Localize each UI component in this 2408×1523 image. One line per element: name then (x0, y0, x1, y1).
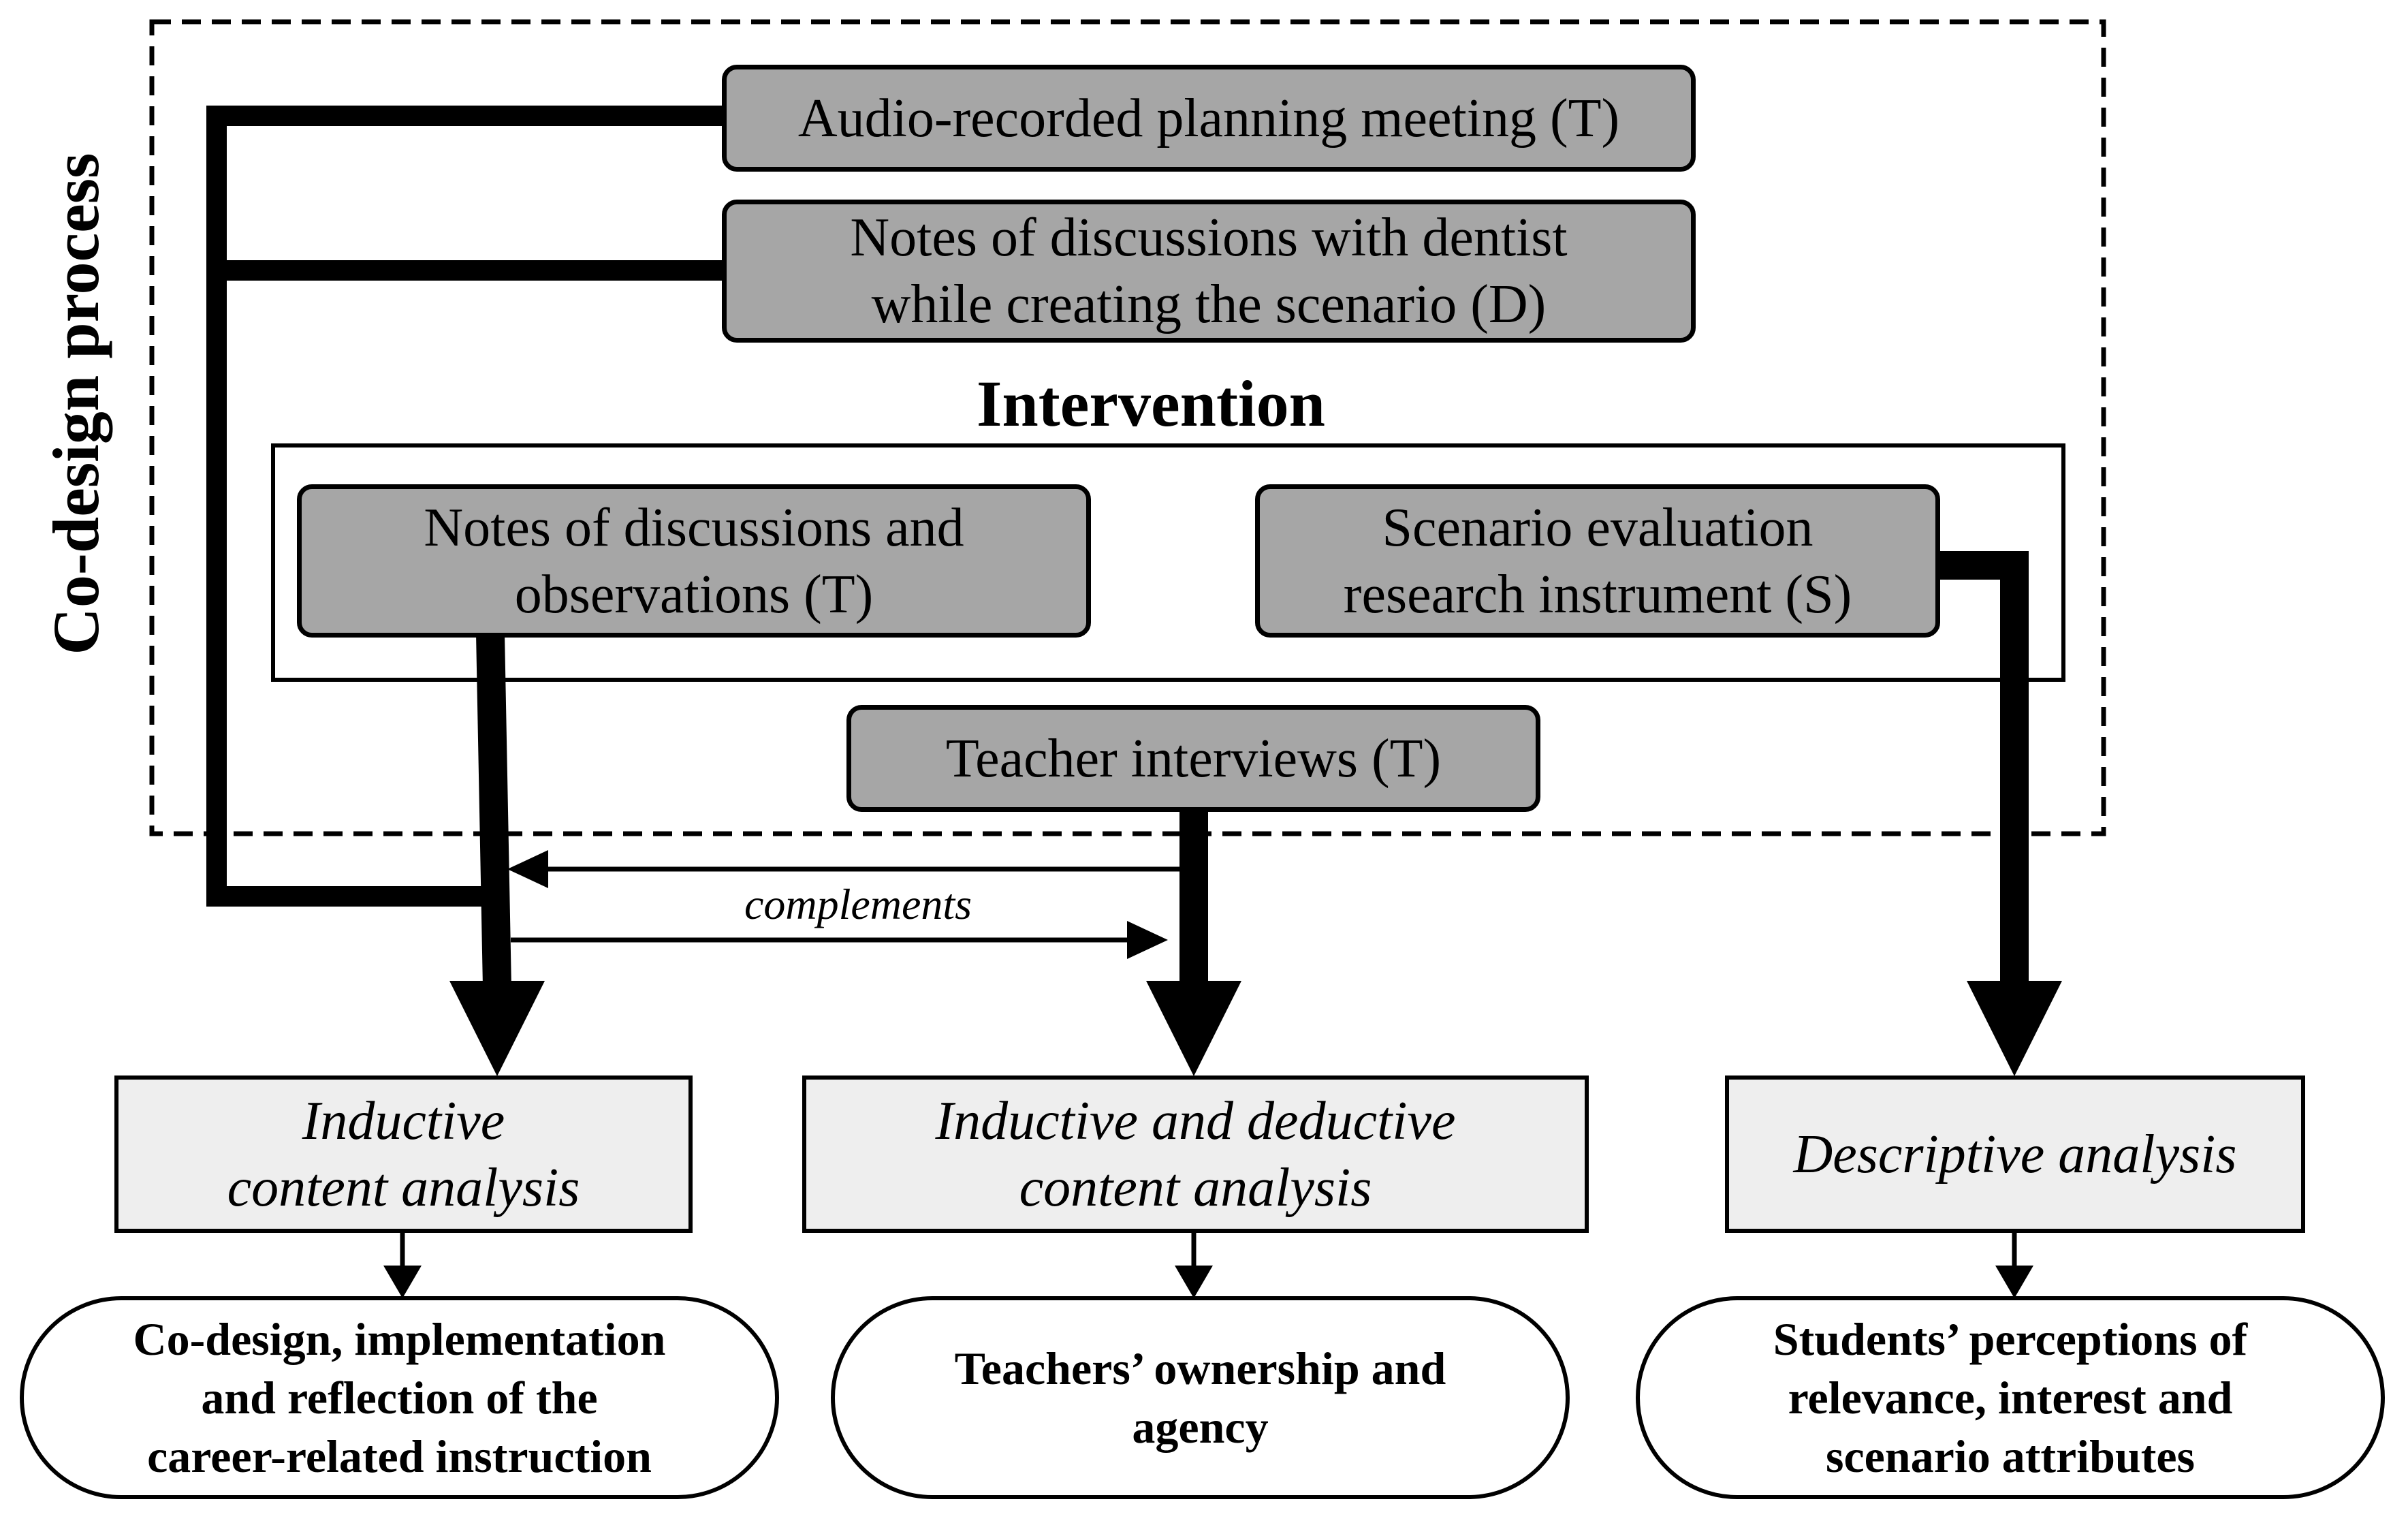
perceptions-outcome-oval: Students’ perceptions of relevance, inte… (1636, 1296, 2385, 1499)
descriptive-to-outcome-head (1995, 1266, 2033, 1298)
ownership-outcome-line-2: agency (1132, 1401, 1269, 1453)
co-design-region (149, 19, 2106, 836)
codesign-outcome-oval: Co-design, implementation and reflection… (20, 1296, 779, 1499)
scenario-eval-arrowhead (1967, 981, 2062, 1076)
discussion-notes-line-2: observations (T) (514, 564, 874, 625)
scenario-eval-line-1: Scenario evaluation (1382, 497, 1813, 558)
inductive-analysis-box: Inductive content analysis (114, 1075, 693, 1233)
teacher-interviews-arrowhead (1146, 981, 1241, 1076)
codesign-outcome-line-1: Co-design, implementation (133, 1313, 666, 1365)
co-design-process-title: Co-design process (39, 153, 112, 655)
ownership-outcome-line-1: Teachers’ ownership and (954, 1343, 1446, 1394)
complements-label: complements (744, 880, 972, 928)
codesign-outcome-line-3: career-related instruction (147, 1430, 652, 1482)
ind-ded-analysis-box: Inductive and deductive content analysis (802, 1075, 1589, 1233)
scenario-eval-connector (1937, 551, 2029, 988)
discussion-notes-arrowhead (449, 981, 545, 1076)
ind-ded-to-outcome-head (1175, 1266, 1213, 1298)
scenario-eval-line-2: research instrument (S) (1343, 564, 1852, 625)
codesign-outcome-line-2: and reflection of the (201, 1372, 598, 1424)
ind-ded-analysis-line-2: content analysis (1019, 1157, 1372, 1218)
discussion-notes-line-1: Notes of discussions and (424, 497, 964, 558)
descriptive-analysis-box: Descriptive analysis (1725, 1075, 2305, 1233)
inductive-to-outcome-head (383, 1266, 422, 1298)
complements-arrow-right-head (1127, 921, 1168, 959)
teacher-interviews-label: Teacher interviews (T) (945, 728, 1442, 789)
dentist-notes-box: Notes of discussions with dentist while … (722, 200, 1696, 343)
teacher-interviews-box: Teacher interviews (T) (846, 705, 1540, 812)
ownership-outcome-oval: Teachers’ ownership and agency (831, 1296, 1570, 1499)
dentist-notes-line-2: while creating the scenario (D) (871, 274, 1547, 334)
co-design-bracket-connector (206, 106, 724, 907)
discussion-notes-box: Notes of discussions and observations (T… (297, 484, 1091, 638)
inductive-analysis-line-2: content analysis (227, 1157, 580, 1218)
perceptions-outcome-line-1: Students’ perceptions of (1773, 1313, 2248, 1365)
audio-recorded-meeting-box: Audio-recorded planning meeting (T) (722, 65, 1696, 172)
inductive-analysis-line-1: Inductive (302, 1090, 505, 1151)
audio-recorded-meeting-label: Audio-recorded planning meeting (T) (797, 88, 1620, 148)
intervention-title: Intervention (878, 362, 1423, 444)
perceptions-outcome-line-2: relevance, interest and (1788, 1372, 2233, 1424)
scenario-eval-box: Scenario evaluation research instrument … (1255, 484, 1940, 638)
discussion-notes-arrow-shaft (476, 633, 511, 988)
intervention-title-text: Intervention (977, 366, 1325, 440)
perceptions-outcome-line-3: scenario attributes (1825, 1430, 2195, 1482)
ind-ded-analysis-line-1: Inductive and deductive (935, 1090, 1456, 1151)
descriptive-analysis-label: Descriptive analysis (1793, 1124, 2237, 1184)
intervention-frame (271, 443, 2065, 682)
complements-arrow-left-head (507, 850, 548, 888)
dentist-notes-line-1: Notes of discussions with dentist (850, 208, 1568, 268)
